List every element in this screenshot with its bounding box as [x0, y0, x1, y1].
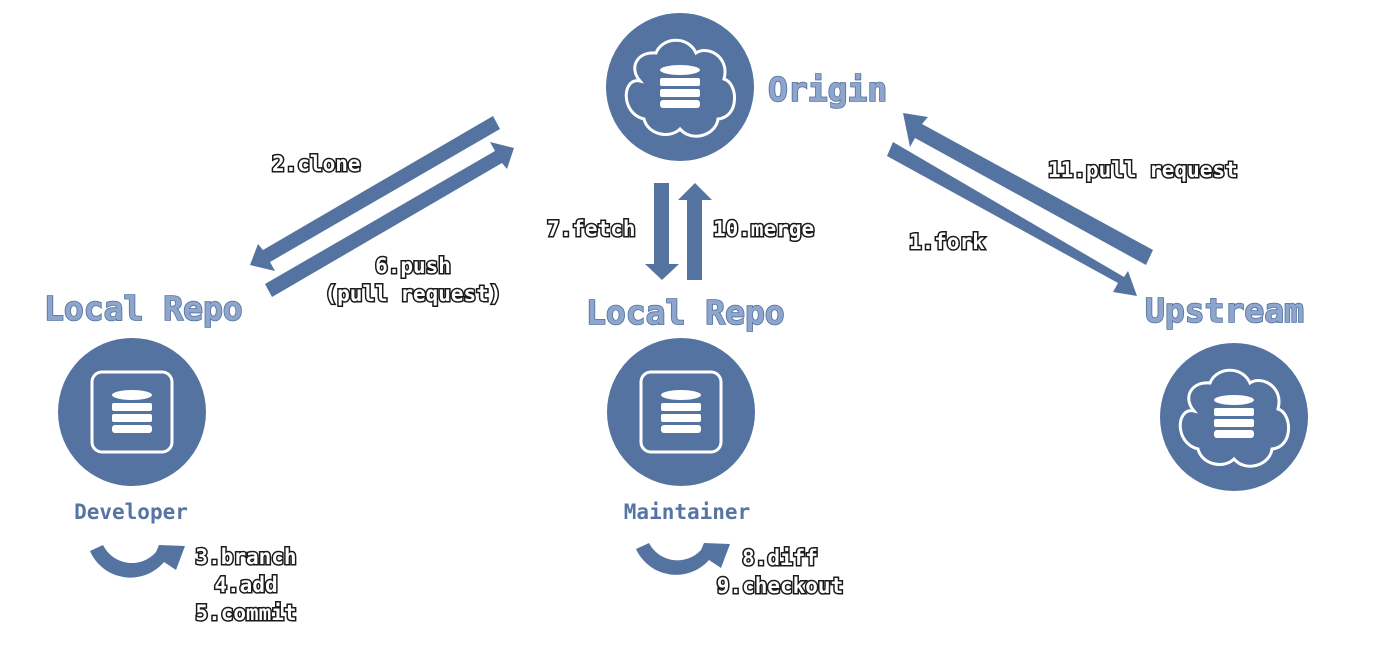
fork-label: 1.fork [909, 230, 985, 254]
fork-arrow [887, 142, 1137, 296]
developer-role-label: Developer [74, 500, 188, 524]
developer-cycle-arrow [90, 545, 185, 578]
clone-label: 2.clone [272, 152, 361, 176]
maintainer-role-label: Maintainer [624, 500, 750, 524]
fetch-arrow [645, 183, 679, 280]
fetch-label: 7.fetch [547, 217, 636, 241]
developer-repo-title: Local Repo [44, 289, 243, 328]
clone-arrow [250, 116, 500, 271]
maintainer-repo-title: Local Repo [586, 293, 785, 332]
merge-arrow [678, 183, 712, 280]
push-arrow [265, 142, 514, 297]
push-label-line-2: (pull request) [324, 282, 501, 306]
pull-request-label: 11.pull request [1048, 158, 1238, 182]
checkout-label: 9.checkout [717, 574, 843, 598]
origin-cloud-database-icon [605, 12, 755, 162]
upstream-cloud-database-icon [1159, 342, 1309, 492]
maintainer-database-icon [606, 337, 756, 487]
pull-request-arrow [903, 113, 1153, 265]
diff-label: 8.diff [742, 546, 818, 570]
add-label: 4.add [214, 573, 277, 597]
origin-title: Origin [768, 70, 887, 109]
branch-label: 3.branch [195, 545, 296, 569]
commit-label: 5.commit [195, 601, 296, 625]
developer-database-icon [57, 337, 207, 487]
push-label-line-1: 6.push [375, 254, 451, 278]
maintainer-cycle-arrow [636, 543, 730, 575]
upstream-title: Upstream [1145, 291, 1304, 330]
merge-label: 10.merge [713, 217, 814, 241]
